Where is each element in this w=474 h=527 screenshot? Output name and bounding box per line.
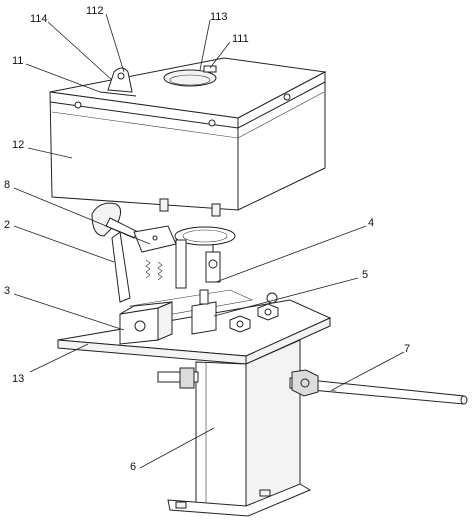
foot-slot-right: [259, 489, 271, 497]
hex-nut-front-hole: [236, 320, 244, 328]
front-screw-right: [208, 119, 216, 127]
hinge-lug: [107, 67, 133, 93]
plate-bolt: [266, 292, 278, 304]
part-labels: 114 112 113 111 11 12 8 2 4 5 3 13 7 6: [4, 5, 410, 473]
rod-end: [460, 395, 468, 405]
leader-lines: [13, 13, 405, 469]
leader-5: [213, 277, 359, 317]
slider-body: [191, 301, 217, 335]
column-side: [245, 339, 301, 509]
block-side: [157, 301, 173, 341]
leader-13: [29, 343, 89, 373]
leader-2: [13, 225, 115, 263]
hole-tab: [203, 65, 217, 73]
box-right-face: [237, 71, 326, 211]
leader-113: [199, 19, 211, 71]
top-round-hole: [163, 69, 217, 87]
label-2: 2: [4, 219, 10, 231]
column-front: [195, 361, 247, 509]
handle-knob: [91, 202, 122, 237]
leader-111: [209, 41, 231, 69]
leader-6: [139, 427, 215, 469]
hinge-base: [99, 91, 137, 97]
label-8: 8: [4, 179, 10, 191]
lever-assembly: [91, 202, 177, 303]
spring-left: [145, 259, 151, 279]
hex-nut-back: [257, 303, 279, 321]
side-bracket: [157, 371, 199, 383]
label-7: 7: [404, 343, 410, 355]
support-post-left: [175, 239, 187, 289]
lever-bar: [111, 231, 131, 303]
label-13: 13: [12, 373, 24, 385]
lever-pin: [152, 235, 158, 241]
lid-band-lower-edge: [51, 91, 325, 139]
front-screw-left: [74, 101, 82, 109]
label-113: 113: [210, 11, 228, 23]
switch-knob: [208, 259, 218, 269]
leader-4: [215, 225, 367, 283]
block-top: [119, 301, 173, 315]
plate-side-edge: [245, 317, 331, 365]
column-foot: [167, 483, 312, 517]
leader-8: [13, 187, 151, 245]
switch-block: [119, 289, 217, 345]
leader-3: [13, 293, 125, 331]
bracket-nut: [179, 367, 195, 389]
block-hole: [134, 320, 146, 332]
leader-112: [105, 13, 125, 73]
foot-slot-left: [175, 501, 187, 509]
label-6: 6: [130, 461, 136, 473]
label-111: 111: [232, 33, 249, 45]
rotary-mechanism: [145, 226, 236, 289]
lid-band-edge: [49, 81, 326, 129]
cover-box: [49, 57, 327, 217]
leader-114: [47, 21, 113, 81]
label-11: 11: [12, 55, 23, 67]
label-112: 112: [86, 5, 104, 17]
leader-7: [331, 351, 405, 391]
rod-nut-hole: [300, 378, 310, 388]
stud-left: [159, 198, 169, 212]
side-screw: [283, 93, 291, 101]
rod-nut: [291, 369, 319, 397]
top-round-hole-inner: [169, 74, 211, 86]
label-114: 114: [30, 13, 48, 25]
slider-pin: [199, 289, 209, 305]
hex-nut-front: [229, 315, 251, 333]
handle-arm: [105, 217, 139, 239]
spring-right: [157, 261, 163, 281]
rotary-disc-inner: [182, 229, 228, 243]
hex-nut-back-hole: [264, 308, 272, 316]
rod-assembly: [289, 369, 468, 405]
label-5: 5: [362, 269, 368, 281]
stud-right: [211, 203, 221, 217]
rod-mark: [329, 389, 337, 392]
lever-plate: [133, 225, 177, 253]
label-12: 12: [12, 139, 24, 151]
hinge-lug-hole: [117, 72, 125, 80]
leader-11: [25, 63, 101, 93]
label-4: 4: [368, 217, 374, 229]
label-3: 3: [4, 285, 10, 297]
leader-12: [27, 147, 73, 159]
support-column: [157, 339, 312, 517]
